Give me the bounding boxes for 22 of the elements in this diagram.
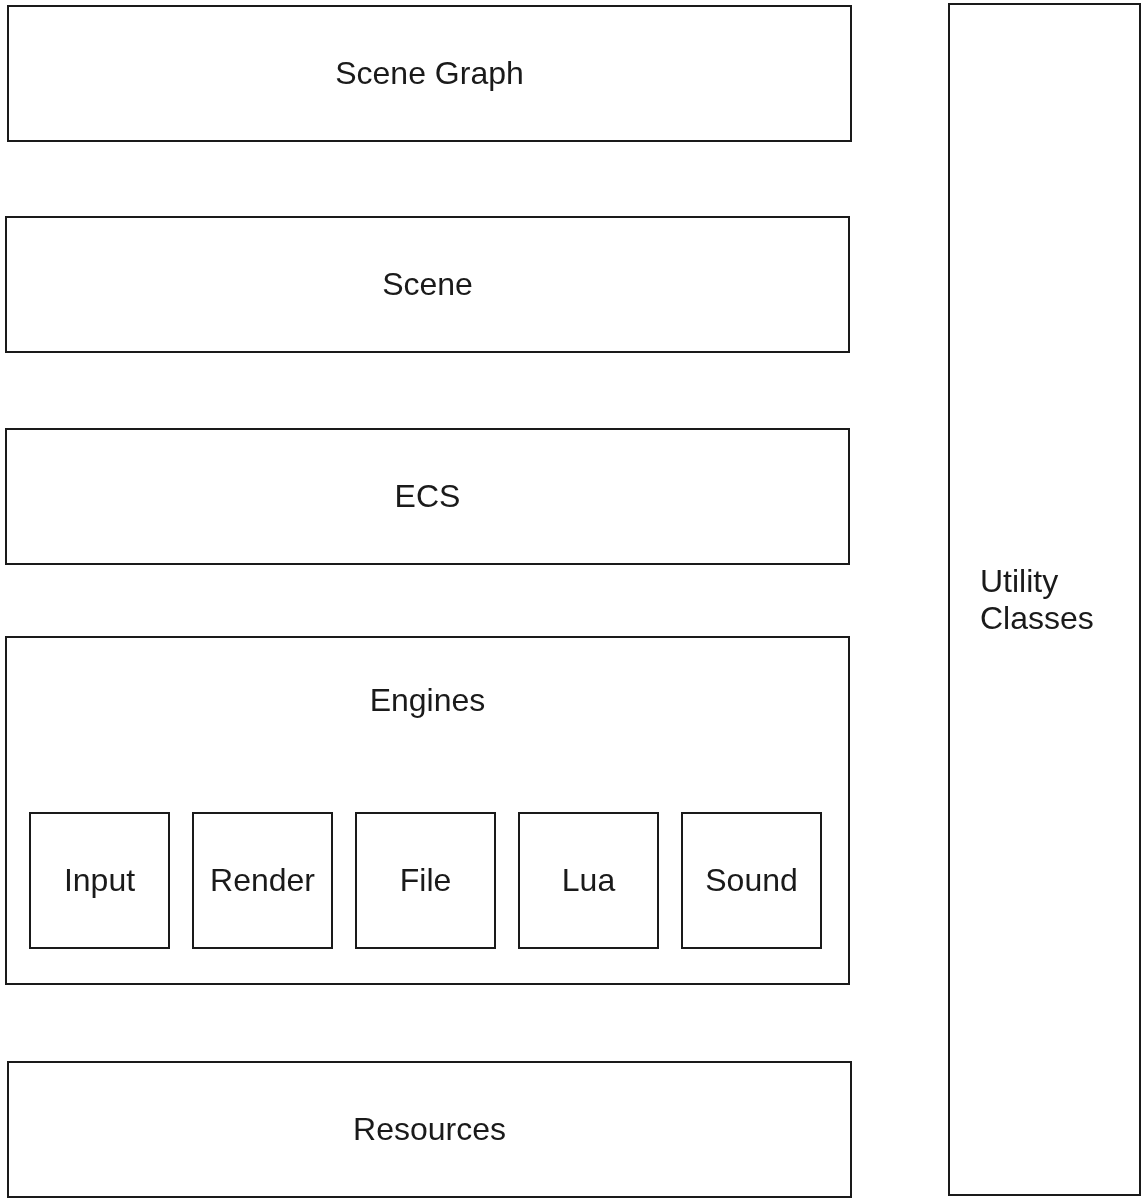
layer-box bbox=[29, 812, 170, 949]
box-label: Scene bbox=[382, 266, 473, 303]
layer-box bbox=[355, 812, 496, 949]
box-label: Lua bbox=[561, 862, 616, 899]
layer-box bbox=[681, 812, 822, 949]
layer-box bbox=[948, 3, 1141, 1196]
box-label: Scene Graph bbox=[335, 55, 524, 92]
layer-box bbox=[5, 216, 850, 353]
box-label: File bbox=[399, 862, 452, 899]
layer-box bbox=[7, 1061, 852, 1198]
box-label: ECS bbox=[394, 478, 461, 515]
box-label: Engines bbox=[369, 682, 486, 719]
layer-box bbox=[5, 428, 850, 565]
box-label: Render bbox=[210, 862, 315, 899]
box-label: Input bbox=[63, 862, 136, 899]
layer-box bbox=[7, 5, 852, 142]
layer-box bbox=[518, 812, 659, 949]
box-label: Utility Classes bbox=[980, 562, 1095, 637]
layer-box bbox=[192, 812, 333, 949]
box-label: Sound bbox=[705, 862, 798, 899]
box-label: Resources bbox=[353, 1111, 506, 1148]
group-box bbox=[5, 636, 850, 985]
